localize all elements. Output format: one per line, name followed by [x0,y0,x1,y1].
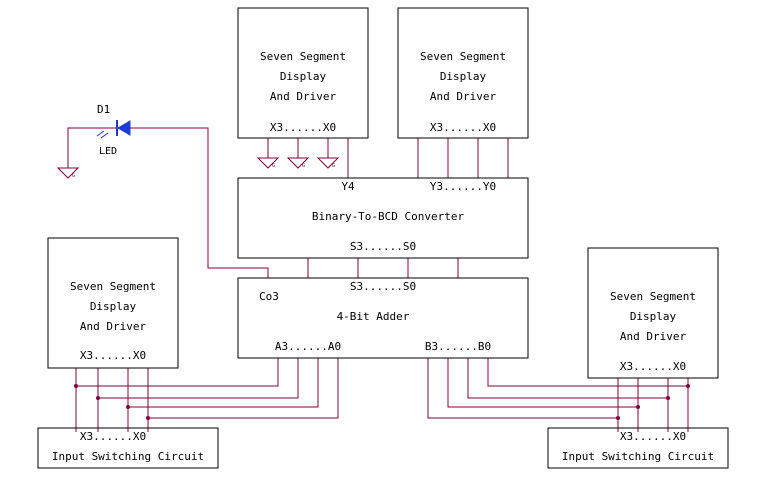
display-pins: X3......X0 [430,121,496,134]
svg-text:G: G [72,173,75,179]
switch-pins: X3......X0 [620,430,686,443]
display-pins: X3......X0 [80,349,146,362]
wire-a3 [76,358,279,387]
svg-text:G: G [272,163,275,169]
junction-dot [126,405,130,409]
ground-icon: G [286,157,310,169]
switch-title: Input Switching Circuit [562,450,714,463]
switch-title: Input Switching Circuit [52,450,204,463]
display-title: Display [280,70,327,83]
junction-dot [96,396,100,400]
adder-pin-a: A3......A0 [275,340,341,353]
display-title: And Driver [620,330,687,343]
adder-pin-b: B3......B0 [425,340,491,353]
junction-dot [666,396,670,400]
junction-dot [636,405,640,409]
converter-title: Binary-To-BCD Converter [312,210,465,223]
ground-icon: G [256,157,280,169]
binary-to-bcd-converter: Y4 Y3......Y0 Binary-To-BCD Converter S3… [237,177,529,259]
led-icon [117,120,131,136]
wire-a0 [148,358,339,419]
ground-icon: G [56,167,80,179]
adder-title: 4-Bit Adder [337,310,410,323]
display-title: And Driver [80,320,147,333]
wire-carry [138,127,269,278]
converter-pin-s: S3......S0 [350,240,416,253]
converter-pin-y: Y3......Y0 [430,180,496,193]
ground-symbols: G G G G [56,157,340,179]
led-d1: D1 LED [96,103,138,157]
display-right: Seven Segment Display And Driver X3.....… [587,247,719,379]
led-label: LED [99,146,117,157]
display-title: And Driver [270,90,337,103]
input-switching-right: X3......X0 Input Switching Circuit [547,427,729,469]
led-emission-arrows-icon [96,130,109,139]
display-pins: X3......X0 [270,121,336,134]
ground-icon: G [316,157,340,169]
wires [67,127,690,428]
switch-pins: X3......X0 [80,430,146,443]
display-pins: X3......X0 [620,360,686,373]
display-top-left: Seven Segment Display And Driver X3.....… [237,7,369,139]
adder-pin-co: Co3 [259,290,279,303]
converter-pin-y4: Y4 [341,180,355,193]
svg-text:G: G [332,163,335,169]
svg-text:G: G [302,163,305,169]
adder-pin-s: S3......S0 [350,280,416,293]
junction-dot [146,416,150,420]
display-title: Seven Segment [260,50,346,63]
display-title: And Driver [430,90,497,103]
input-switching-left: X3......X0 Input Switching Circuit [37,427,219,469]
wire-a1 [128,358,319,408]
display-title: Seven Segment [610,290,696,303]
wire-a2 [98,358,299,399]
wire-b0 [487,358,688,387]
junction-dot [616,416,620,420]
led-ref: D1 [97,103,110,116]
display-top-right: Seven Segment Display And Driver X3.....… [397,7,529,139]
wire-b1 [467,358,668,399]
wire-led-gnd [67,127,104,168]
junction-dot [74,384,78,388]
wire-b3 [427,358,618,419]
display-title: Seven Segment [420,50,506,63]
display-left: Seven Segment Display And Driver X3.....… [47,237,179,369]
wire-b2 [447,358,638,408]
junction-dot [686,384,690,388]
display-title: Display [630,310,677,323]
display-title: Display [440,70,487,83]
display-title: Seven Segment [70,280,156,293]
display-title: Display [90,300,137,313]
four-bit-adder: S3......S0 Co3 4-Bit Adder A3......A0 B3… [237,277,529,359]
switch-entry-wires [75,428,689,432]
